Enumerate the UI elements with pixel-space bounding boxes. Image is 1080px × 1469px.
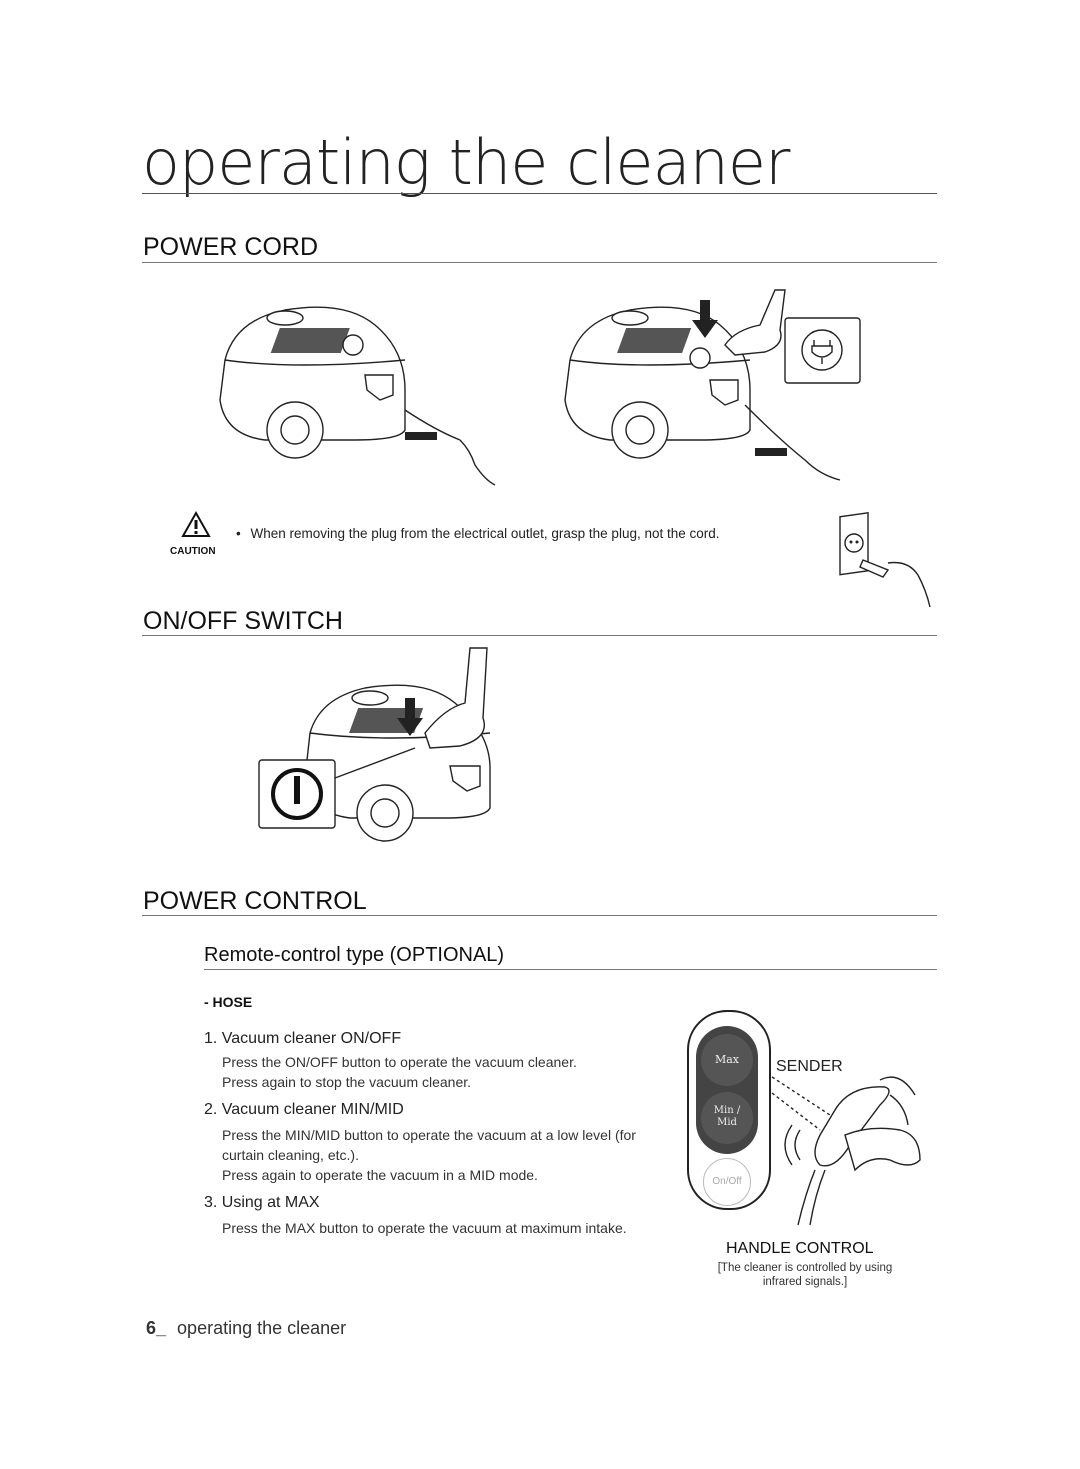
caution-message: When removing the plug from the electric…	[250, 526, 720, 541]
arrow-down-icon	[692, 300, 718, 338]
handle-illustration	[771, 1076, 921, 1226]
page-footer: 6_ operating the cleaner	[146, 1318, 346, 1339]
arrow-left-icon	[755, 448, 787, 456]
page-title: operating the cleaner	[142, 126, 790, 199]
desc-line: Press the MIN/MID button to operate the …	[222, 1127, 636, 1163]
page-number: 6_	[146, 1318, 167, 1338]
sender-label: SENDER	[776, 1058, 843, 1075]
cord-rewind-illustration	[564, 289, 861, 481]
power-cord-divider	[142, 262, 937, 263]
on-off-button[interactable]: On/Off	[703, 1158, 751, 1206]
desc-line: Press again to stop the vacuum cleaner.	[222, 1074, 472, 1090]
on-off-switch-divider	[142, 635, 937, 636]
caution-label: CAUTION	[170, 546, 216, 557]
caution-bullet: •	[236, 526, 241, 541]
item-min-mid-desc: Press the MIN/MID button to operate the …	[222, 1125, 652, 1185]
desc-line: Press the MAX button to operate the vacu…	[222, 1220, 627, 1236]
footer-text: operating the cleaner	[177, 1318, 347, 1338]
item-min-mid-title: 2. Vacuum cleaner MIN/MID	[204, 1101, 404, 1118]
item-on-off-desc: Press the ON/OFF button to operate the v…	[222, 1052, 662, 1092]
arrow-down-icon	[397, 698, 423, 736]
title-divider	[142, 193, 937, 194]
min-label: Min /	[713, 1105, 741, 1116]
desc-line: Press again to operate the vacuum in a M…	[222, 1167, 538, 1183]
remote-control-subheading: Remote-control type (OPTIONAL)	[204, 944, 505, 966]
min-mid-button[interactable]: Min / Mid	[701, 1092, 753, 1144]
item-max-desc: Press the MAX button to operate the vacu…	[222, 1218, 652, 1238]
mid-label: Mid	[717, 1117, 737, 1128]
remote-body: Max Min / Mid On/Off	[687, 1010, 771, 1210]
caution-icon	[181, 510, 211, 537]
arrow-right-icon	[405, 432, 437, 440]
outlet-plug-illustration	[839, 511, 931, 608]
on-off-illustration	[258, 647, 491, 842]
max-button[interactable]: Max	[701, 1034, 753, 1086]
handle-control-note: [The cleaner is controlled by using infr…	[717, 1262, 893, 1288]
cord-unplug-illustration	[219, 306, 496, 486]
power-control-divider	[142, 915, 937, 916]
handle-control-label: HANDLE CONTROL	[726, 1240, 874, 1257]
plug-icon	[801, 329, 843, 371]
desc-line: Press the ON/OFF button to operate the v…	[222, 1054, 577, 1070]
on-off-switch-heading: ON/OFF SWITCH	[143, 607, 343, 635]
power-icon	[271, 768, 323, 820]
item-max-title: 3. Using at MAX	[204, 1194, 320, 1211]
hose-label: - HOSE	[204, 994, 253, 1010]
power-control-heading: POWER CONTROL	[143, 887, 367, 915]
item-on-off-title: 1. Vacuum cleaner ON/OFF	[204, 1030, 402, 1047]
power-cord-heading: POWER CORD	[143, 233, 318, 261]
remote-control-divider	[204, 969, 937, 970]
caution-text: • When removing the plug from the electr…	[236, 526, 720, 541]
